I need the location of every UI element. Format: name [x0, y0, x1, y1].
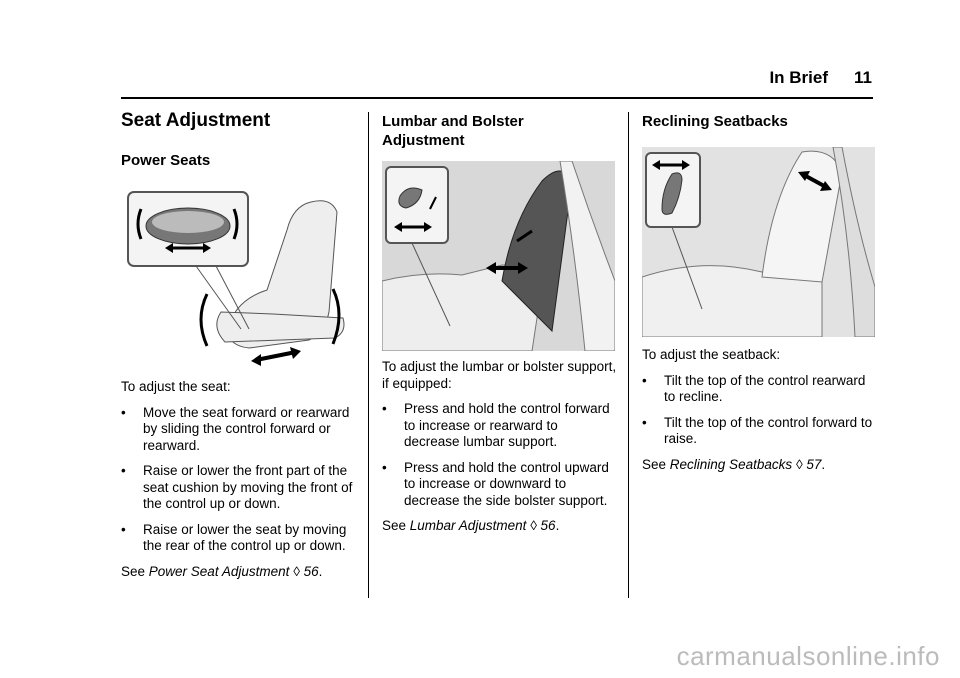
- intro-text: To adjust the lumbar or bolster support,…: [382, 359, 617, 391]
- reference-link[interactable]: Power Seat Adjustment: [148, 563, 290, 579]
- section-heading: Lumbar and Bolster Adjustment: [382, 113, 524, 149]
- bullet-symbol: •: [121, 521, 126, 537]
- bullet-symbol: •: [382, 459, 387, 475]
- see-reference: See Power Seat Adjustment ◊ 56.: [121, 564, 356, 581]
- column-power-seats: Seat Adjustment Power Seats To adjust th…: [121, 110, 356, 580]
- column-reclining: Reclining Seatbacks To adjust the seatba…: [642, 110, 877, 473]
- bullet-list: • Move the seat forward or rearward by sl…: [121, 405, 356, 555]
- section-heading: Seat Adjustment: [121, 110, 271, 131]
- reference-page[interactable]: 57: [806, 456, 822, 472]
- page-number: 11: [854, 68, 872, 87]
- column-lumbar: Lumbar and Bolster Adjustment To adjust …: [382, 110, 617, 535]
- bullet-symbol: •: [121, 404, 126, 420]
- list-item: • Tilt the top of the control rearward to…: [642, 373, 877, 406]
- see-prefix: See: [382, 518, 410, 533]
- power-seat-illustration: [127, 191, 345, 366]
- bullet-text: Raise or lower the seat by moving the re…: [143, 521, 347, 554]
- bullet-text: Tilt the top of the control forward to r…: [664, 414, 873, 447]
- column-divider-1: [368, 112, 369, 598]
- bullet-list: • Tilt the top of the control rearward to…: [642, 373, 877, 448]
- see-prefix: See: [642, 456, 670, 472]
- list-item: • Press and hold the control forward to i…: [382, 401, 617, 451]
- intro-text: To adjust the seatback:: [642, 347, 781, 362]
- bullet-list: • Press and hold the control forward to i…: [382, 401, 617, 509]
- bullet-text: Tilt the top of the control rearward to …: [664, 372, 866, 405]
- bullet-symbol: •: [642, 372, 647, 388]
- bullet-symbol: •: [382, 401, 387, 416]
- recline-illustration: [642, 147, 875, 337]
- see-suffix: .: [555, 518, 560, 533]
- see-prefix: See: [121, 563, 149, 579]
- see-suffix: .: [821, 456, 826, 472]
- page-header: In Brief 11: [769, 68, 872, 88]
- see-suffix: .: [318, 563, 323, 579]
- bullet-text: Press and hold the control forward to in…: [404, 401, 610, 449]
- header-rule: [121, 97, 873, 99]
- subsection-heading: Power Seats: [121, 152, 211, 169]
- intro-text: To adjust the seat:: [121, 379, 231, 394]
- bullet-symbol: •: [642, 414, 647, 430]
- section-heading: Reclining Seatbacks: [642, 113, 788, 130]
- bullet-text: Raise or lower the front part of the sea…: [143, 463, 353, 511]
- list-item: • Raise or lower the seat by moving the r…: [121, 522, 356, 555]
- bullet-symbol: •: [121, 463, 126, 478]
- page-ref-symbol: ◊: [530, 518, 537, 533]
- page-ref-symbol: ◊: [795, 456, 803, 472]
- lumbar-illustration: [382, 161, 615, 351]
- list-item: • Raise or lower the front part of the se…: [121, 463, 356, 513]
- reference-page[interactable]: 56: [540, 518, 556, 533]
- see-reference: See Reclining Seatbacks ◊ 57.: [642, 457, 877, 474]
- reference-page[interactable]: 56: [303, 563, 319, 579]
- watermark-footer: carmanualsonline.info: [676, 641, 940, 671]
- bullet-text: Press and hold the control upward to inc…: [404, 459, 609, 508]
- page-ref-symbol: ◊: [293, 563, 300, 579]
- bullet-text: Move the seat forward or rearward by sli…: [143, 404, 350, 453]
- list-item: • Move the seat forward or rearward by sl…: [121, 405, 356, 455]
- reference-link[interactable]: Reclining Seatbacks: [669, 456, 793, 472]
- reference-link[interactable]: Lumbar Adjustment: [409, 518, 527, 533]
- list-item: • Press and hold the control upward to in…: [382, 460, 617, 510]
- see-reference: See Lumbar Adjustment ◊ 56.: [382, 518, 617, 535]
- list-item: • Tilt the top of the control forward to …: [642, 415, 877, 448]
- column-divider-2: [628, 112, 629, 598]
- section-title: In Brief: [769, 68, 829, 87]
